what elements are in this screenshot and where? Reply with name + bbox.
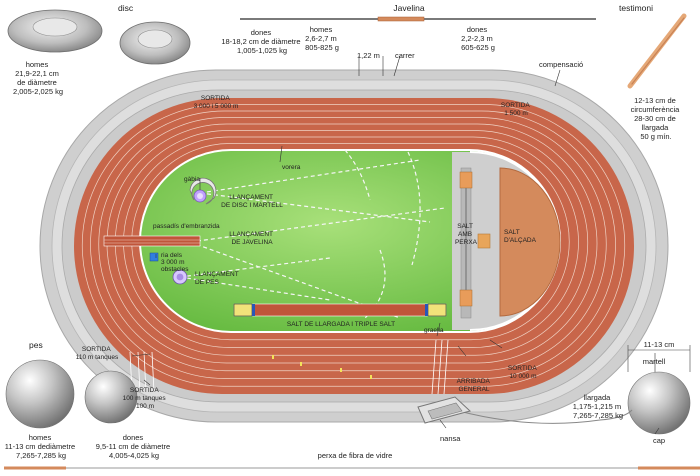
water-jump-label: ria dels 3 000 m obstacles [161,252,189,273]
start-1500-label: SORTIDA 1 500 m [501,102,531,117]
start-10000-label: SORTIDA 10 000 m [508,365,538,380]
long-jump-pit-right [427,303,447,317]
high-jump-mat [477,233,491,249]
disc-women-info: dones 18-18,2 cm de diàmetre 1,005-1,025… [221,28,302,55]
high-jump-label: SALT D'ALÇADA [504,229,537,244]
nansa-label: nansa [440,434,461,443]
javelin-runway [103,235,201,247]
pes-title: pes [29,340,43,350]
pole-vault-label: SALT AMB PERXA [455,223,478,246]
long-jump-runway [233,303,447,317]
hammer-dimension-label: 11-13 cm [644,340,675,349]
shot-put-label: LLANÇAMENT DE PES [195,271,240,286]
testimoni-info: 12-13 cm de circumferència 28-30 cm de l… [631,96,682,141]
field-markings [179,149,446,319]
pole-vault-pit-top [459,171,473,189]
hammer-head-illustration [627,371,691,435]
finish-label: ARRIBADA GENERAL [457,378,492,393]
water-jump [149,252,159,262]
shot-put-circle-inner [176,273,184,281]
cap-label: cap [653,436,665,445]
vorera-label: vorera [282,164,301,171]
hammer-wire [454,409,633,424]
start-100-label: SORTIDA 100 m tanques 100 m [123,387,168,410]
width-122: 1,22 m [357,51,380,60]
lane-line [90,110,616,379]
disc-women-illustration [119,21,191,65]
disc-men-illustration [7,9,103,53]
long-jump-pit-left [233,303,253,317]
pole-label: perxa de fibra de vidre [318,451,393,460]
shot-women-info: dones 9,5-11 cm de diàmetre 4,005-4,025 … [96,433,173,460]
pole-vault-pit-bottom [459,289,473,307]
hammer-handle-grip [427,402,463,420]
start-3000-5000-label: SORTIDA 3 000 i 5 000 m [194,95,239,110]
leader-lines [131,55,660,435]
gabia-label: gàbia [184,176,200,183]
javelin-grip [377,16,425,22]
throwing-cage [189,177,217,205]
lane-line [81,104,626,387]
labels: disc homes 21,9-22,1 cm de diàmetre 2,00… [5,3,682,460]
relay-baton-shade [631,17,685,85]
javelina-men-info: homes 2,6-2,7 m 805-825 g [305,25,339,52]
shot-men-illustration [5,359,75,429]
disc-title: disc [118,3,134,13]
start-110-label: SORTIDA 110 m tanques [76,346,119,361]
disc-men-info: homes 21,9-22,1 cm de diàmetre 2,005-2,0… [13,60,63,96]
martell-info: llargada 1,175-1,215 m 7,265-7,285 kg [573,393,623,420]
javelina-title: Javelina [393,3,424,13]
lane-line [98,117,607,372]
long-jump-board-left [252,304,255,316]
discus-circle-inner [197,193,203,199]
graella-label: graella [424,327,444,334]
shot-women-illustration [84,370,138,424]
javelina-women-info: dones 2,2-2,3 m 605-625 g [461,25,495,52]
long-jump-label: SALT DE LLARGADA I TRIPLE SALT [287,321,395,328]
stadium [39,69,669,423]
compensacio-label: compensació [539,60,583,69]
runway-label: passadís d'embranzida [153,223,220,230]
long-jump-board-right [425,304,428,316]
testimoni-title: testimoni [619,3,653,13]
high-jump-fan [499,167,561,317]
shot-men-info: homes 11-13 cm dediàmetre 7,265-7,285 kg [5,433,77,460]
discus-hammer-label: LLANÇAMENT DE DISC I MARTELL [221,194,283,209]
martell-title: martell [643,357,666,366]
carrer-label: carrer [395,51,415,60]
javelin-throw-label: LLANÇAMENT DE JAVELINA [229,231,274,246]
lane-markers [272,355,372,379]
